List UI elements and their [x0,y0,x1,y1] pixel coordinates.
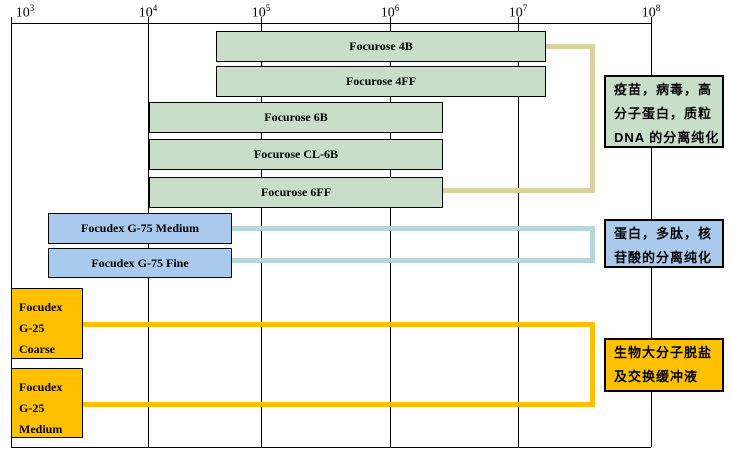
bar-focurose-4b: Focurose 4B [216,31,546,62]
gridline-10e7 [518,17,519,447]
focurose-bracket-segment [546,44,595,49]
bar-label: Focudex G-75 Medium [81,221,199,235]
bar-label: Focurose 4B [349,39,413,53]
annotation-focurose-applications: 疫苗，病毒，高 分子蛋白，质粒 DNA 的分离纯化 [604,75,724,148]
tick-label-10e8: 108 [641,3,661,21]
x-axis-line [11,23,651,24]
g25-bracket-segment [83,322,595,327]
bar-label: Coarse [19,342,55,356]
g25-bracket-segment [590,322,595,407]
tick-label-10e6: 106 [380,3,400,21]
gridline-10e3 [11,17,12,447]
bar-label: Focurose 6B [264,110,328,124]
focurose-bracket-segment [443,188,595,193]
focurose-bracket-segment [590,44,595,193]
bar-label: Medium [19,422,63,436]
tick-label-10e7: 107 [508,3,528,21]
gridline-10e6 [390,17,391,447]
bar-focurose-6ff: Focurose 6FF [149,177,443,208]
tick-label-10e5: 105 [251,3,271,21]
bar-focurose-4ff: Focurose 4FF [216,66,546,97]
annotation-g75-applications: 蛋白，多肽，核 苷酸的分离纯化 [604,219,724,268]
bar-focurose-6b: Focurose 6B [149,102,443,133]
bar-label: Focudex [19,300,63,314]
plot-bottom-border [11,447,651,448]
bar-label: Focurose 4FF [345,74,417,88]
tick-label-10e4: 104 [138,3,158,21]
annotation-line: 分子蛋白，质粒 [614,106,713,121]
bar-label: Focurose 6FF [260,185,332,199]
bar-label: G-25 [19,321,45,335]
g75-bracket-segment [590,226,595,263]
bar-label: G-25 [19,401,45,415]
annotation-line: 及交换缓冲液 [614,369,699,384]
annotation-line: 苷酸的分离纯化 [614,250,713,265]
bar-focurose-cl-6b: Focurose CL-6B [149,139,443,170]
tick-label-10e3: 103 [15,3,35,21]
g25-bracket-segment [83,402,595,407]
g75-bracket-segment [232,258,595,263]
annotation-line: 生物大分子脱盐 [614,345,713,360]
g75-bracket-segment [232,226,595,231]
annotation-line: 疫苗，病毒，高 [614,82,713,97]
annotation-g25-applications: 生物大分子脱盐 及交换缓冲液 [604,338,724,392]
bar-focudex-g75-fine: Focudex G-75 Fine [48,248,232,278]
bar-label: Focudex [19,380,63,394]
bar-focudex-g75-medium: Focudex G-75 Medium [48,213,232,244]
bar-label: Focudex G-75 Fine [91,255,189,270]
annotation-line: DNA 的分离纯化 [614,130,720,145]
gridline-10e5 [261,17,262,447]
annotation-line: 蛋白，多肽，核 [614,226,713,241]
bar-label: Focurose CL-6B [253,147,339,161]
